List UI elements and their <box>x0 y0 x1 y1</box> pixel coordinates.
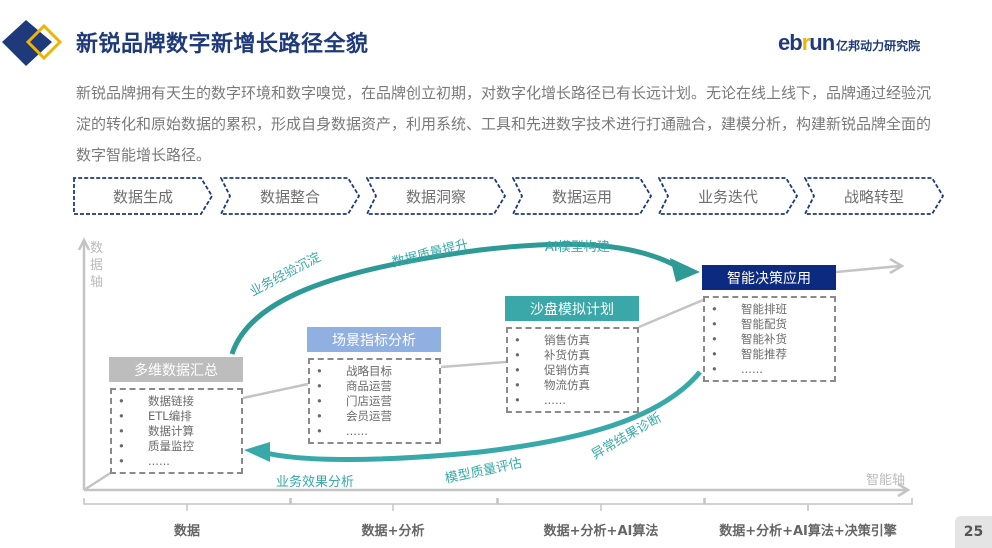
list-item: •智能排班 <box>711 302 787 316</box>
list-item: •ETL编排 <box>118 409 192 423</box>
brace-lines <box>83 498 913 511</box>
step-chevron: 数据整合 <box>220 177 360 215</box>
step-chevron: 战略转型 <box>804 177 944 215</box>
stage-list: •销售仿真•补货仿真•促销仿真•物流仿真•...... <box>506 327 639 413</box>
flow-arrow-down <box>244 370 702 462</box>
stage-list: •数据链接•ETL编排•数据计算•质量监控•...... <box>110 388 243 474</box>
step-chevron: 数据运用 <box>512 177 652 215</box>
stage-list: •战略目标•商品运营•门店运营•会员运营•...... <box>308 358 441 444</box>
stage-category: 数据+分析+AI算法+决策引擎 <box>719 524 897 539</box>
stage-header: 智能决策应用 <box>702 265 836 290</box>
list-item: •商品运营 <box>316 379 392 393</box>
flow-label: AI模型构建 <box>545 240 610 255</box>
list-item: •数据计算 <box>118 424 194 438</box>
step-label: 战略转型 <box>843 187 904 206</box>
stage-category: 数据+分析+AI算法 <box>543 524 659 539</box>
step-label: 数据整合 <box>259 187 320 206</box>
logo-icon <box>2 20 63 66</box>
step-chevron: 数据生成 <box>73 177 213 215</box>
step-label: 数据生成 <box>112 187 173 206</box>
intro-paragraph: 新锐品牌拥有天生的数字环境和数字嗅觉，在品牌创立初期，对数字化增长路径已有长远计… <box>76 84 932 164</box>
list-item: •门店运营 <box>316 394 392 408</box>
stage-list: •智能排班•智能配货•智能补货•智能推荐•...... <box>703 296 836 382</box>
stage-category: 数据 <box>173 524 201 539</box>
list-item: •物流仿真 <box>514 378 590 392</box>
list-item: •...... <box>514 393 566 407</box>
page-number: 25 <box>955 516 992 548</box>
x-axis-label: 智能轴 <box>866 473 906 488</box>
list-item: •智能推荐 <box>711 347 787 361</box>
stage-header: 场景指标分析 <box>307 327 441 352</box>
step-label: 数据运用 <box>551 187 612 206</box>
list-item: •质量监控 <box>118 439 194 453</box>
step-label: 数据洞察 <box>405 187 466 206</box>
list-item: •补货仿真 <box>514 348 590 362</box>
list-item: •数据链接 <box>118 394 194 408</box>
y-axis-label: 数据轴 <box>90 241 104 290</box>
stage-header: 多维数据汇总 <box>109 357 243 382</box>
list-item: •会员运营 <box>316 409 392 423</box>
step-chevron: 数据洞察 <box>366 177 506 215</box>
list-item: •...... <box>316 424 368 438</box>
step-chevron: 业务迭代 <box>658 177 798 215</box>
list-item: •销售仿真 <box>514 333 590 347</box>
list-item: •战略目标 <box>316 364 392 378</box>
list-item: •智能配货 <box>711 317 787 331</box>
stage-category: 数据+分析 <box>361 524 425 539</box>
stage-header: 沙盘模拟计划 <box>505 296 639 321</box>
flow-arrow-up <box>229 241 700 355</box>
flow-label: 业务效果分析 <box>276 475 355 490</box>
list-item: •...... <box>118 454 170 468</box>
axes <box>77 237 911 498</box>
list-item: •...... <box>711 362 763 376</box>
brand-logo: ebrun 亿邦动力研究院 <box>778 30 921 55</box>
list-item: •促销仿真 <box>514 363 590 377</box>
step-label: 业务迭代 <box>697 187 758 206</box>
page-title: 新锐品牌数字新增长路径全貌 <box>76 32 369 57</box>
list-item: •智能补货 <box>711 332 787 346</box>
